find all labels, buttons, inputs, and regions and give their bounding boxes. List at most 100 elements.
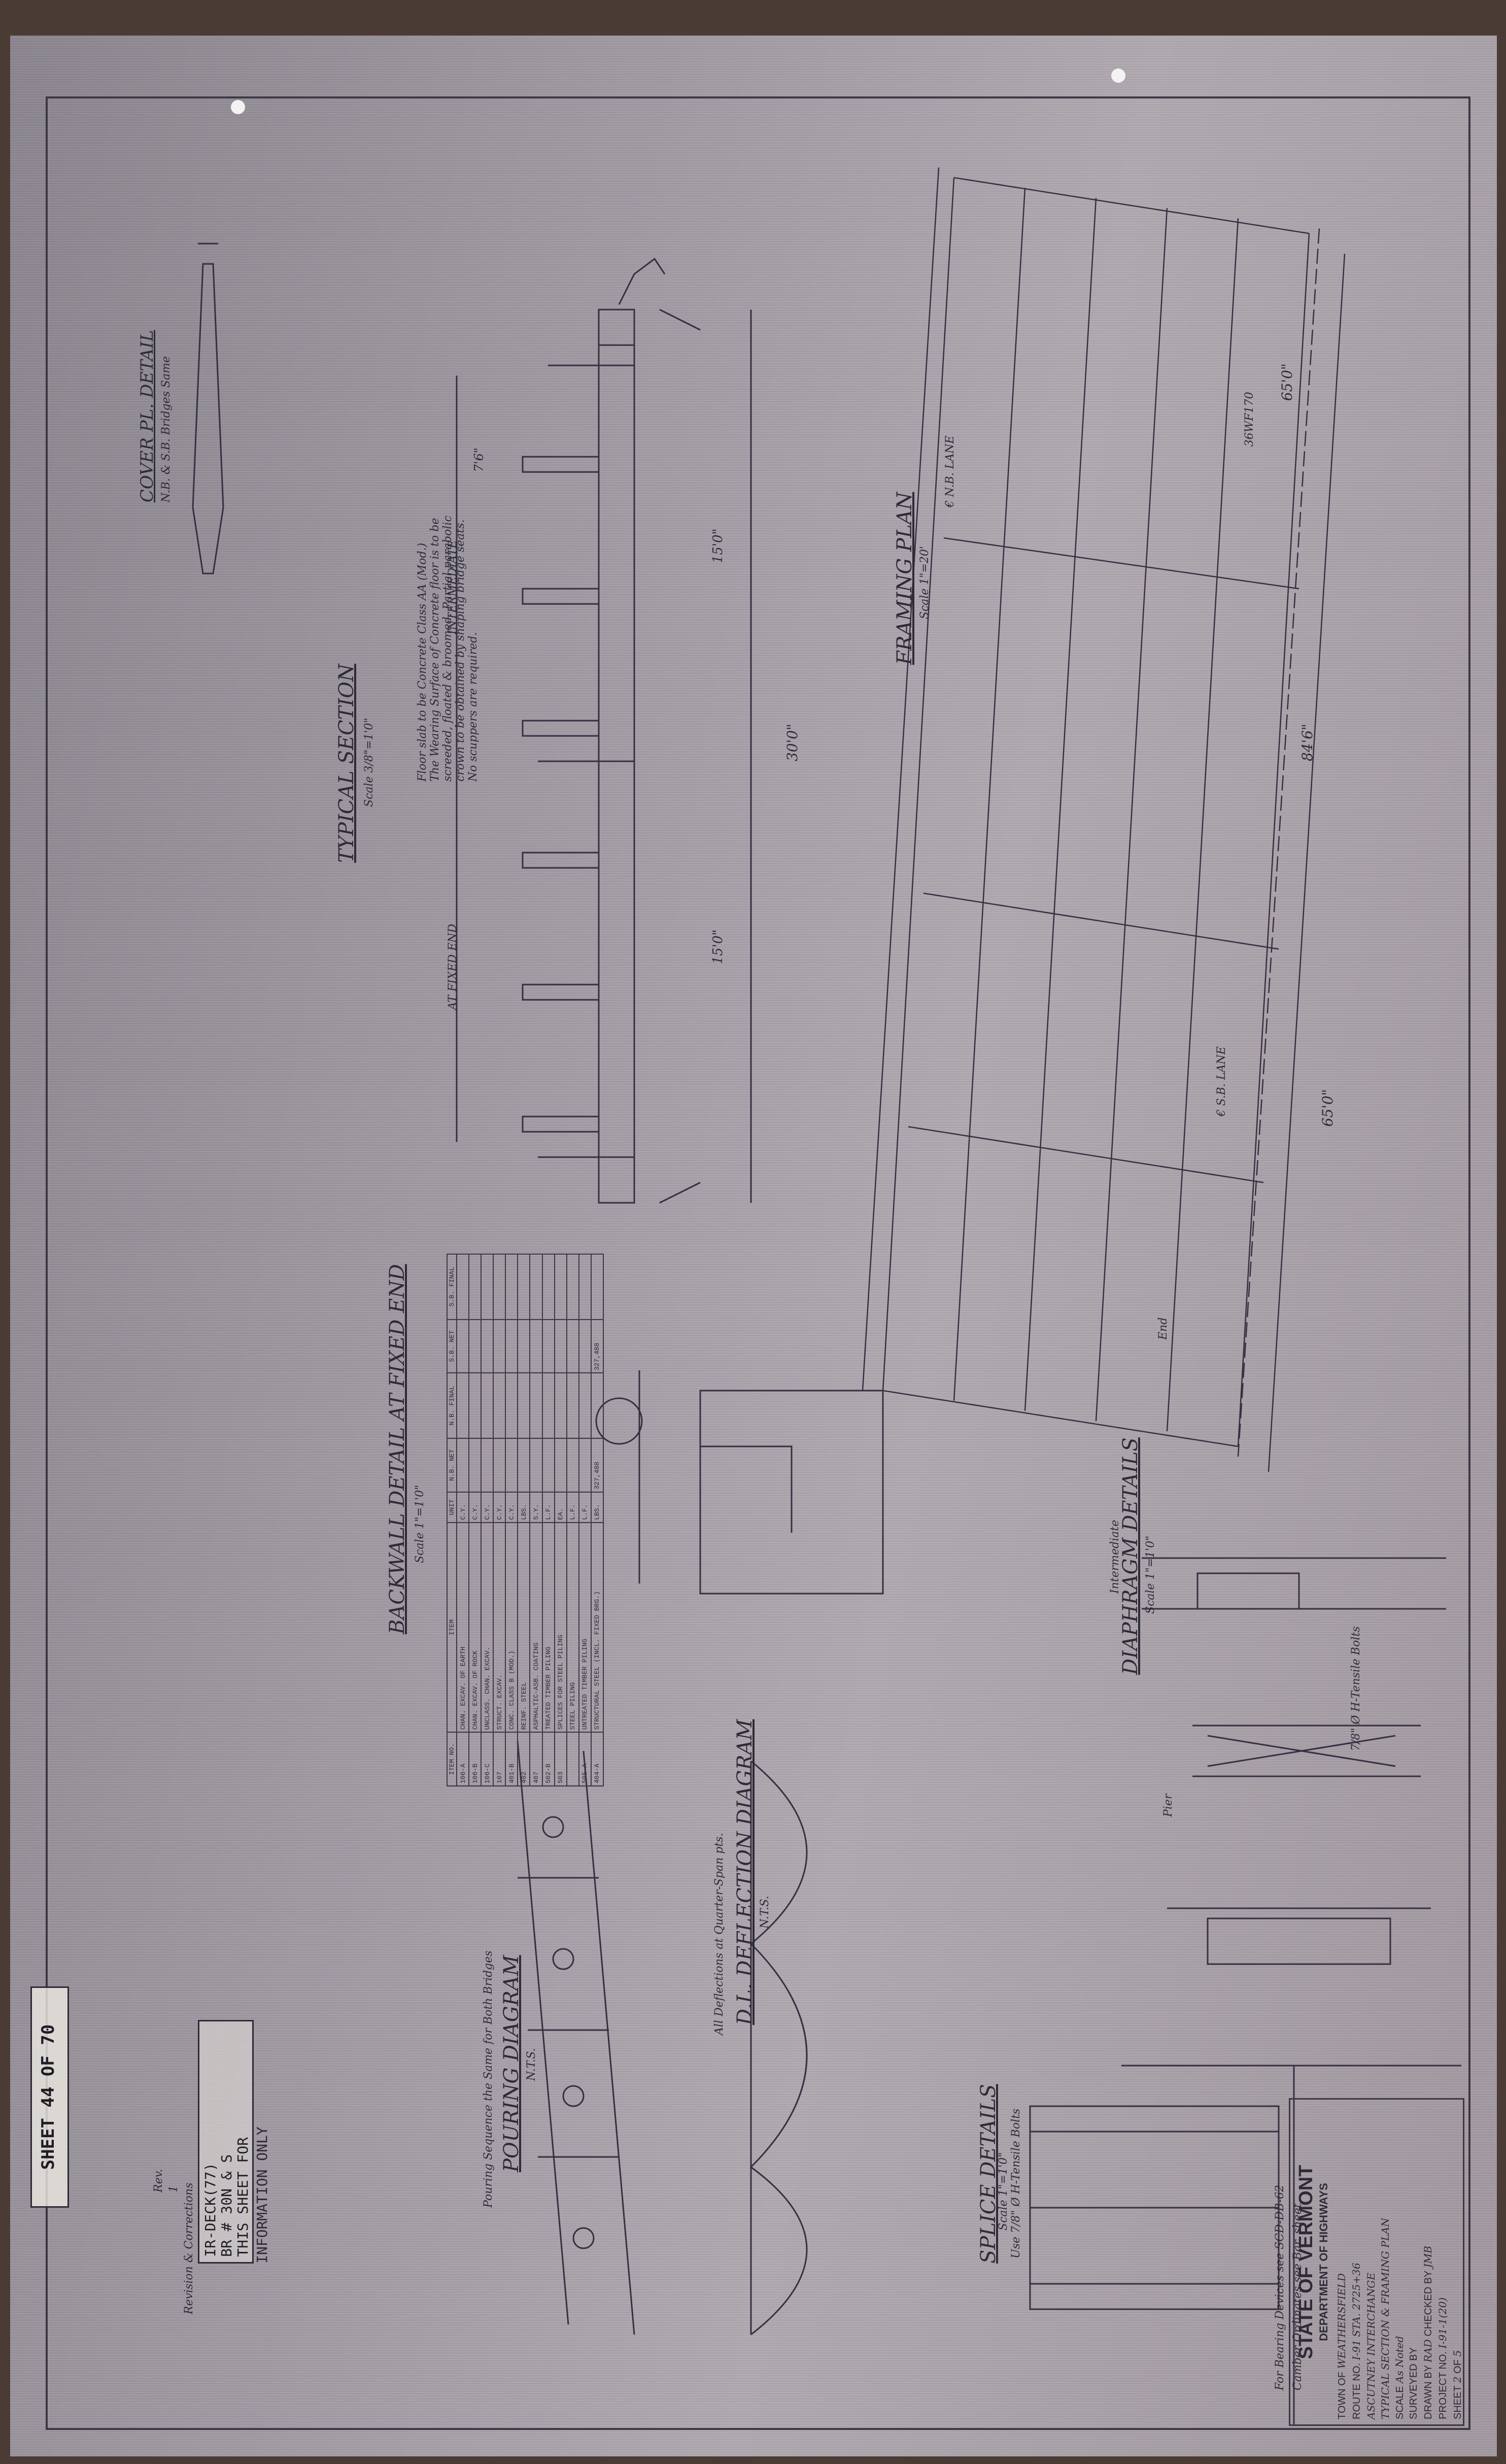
table-cell xyxy=(457,1319,469,1373)
stamp-line-4: INFORMATION ONLY xyxy=(254,2127,270,2264)
section-note-5: No scuppers are required. xyxy=(467,632,480,782)
span-3-dim: 65'0" xyxy=(1319,1089,1336,1127)
tb-sheet-label: SHEET xyxy=(1452,2385,1463,2419)
header-cell: N.B. NET xyxy=(447,1438,457,1492)
typical-section-title: TYPICAL SECTION xyxy=(335,663,358,863)
scale-label: SCALE xyxy=(1394,2386,1406,2419)
tb-sheet-of: OF xyxy=(1452,2359,1463,2374)
table-cell xyxy=(542,1373,555,1438)
half-width-dim-1: 15'0" xyxy=(710,528,726,563)
checked-label: CHECKED BY xyxy=(1423,2270,1434,2337)
scale-value: As Noted xyxy=(1393,2336,1406,2383)
table-cell: SPLICES FOR STEEL PILING xyxy=(554,1522,567,1733)
table-cell: 401-B xyxy=(505,1732,518,1786)
section-note-3: screeded, floated & broomed. Partial par… xyxy=(441,516,454,782)
section-note-2: The Wearing Surface of Concrete floor is… xyxy=(429,518,441,782)
header-cell: S.B. NET xyxy=(447,1319,457,1373)
title-block: STATE OF VERMONT DEPARTMENT OF HIGHWAYS … xyxy=(1289,2098,1464,2426)
stamp-line: BR # 30N & S xyxy=(218,2154,235,2257)
table-cell xyxy=(566,1254,579,1320)
table-cell: 402 xyxy=(518,1732,530,1786)
span-1-dim: 65'0" xyxy=(1279,363,1295,401)
table-cell xyxy=(591,1373,603,1438)
table-cell xyxy=(591,1254,603,1320)
table-cell xyxy=(493,1254,506,1320)
table-cell xyxy=(554,1438,567,1492)
table-cell: 106-C xyxy=(481,1732,494,1786)
stamp-line: IR-DECK(77) xyxy=(202,2163,219,2257)
table-cell xyxy=(530,1254,542,1320)
table-cell xyxy=(542,1438,555,1492)
diaphragm-scale: Scale 1"=1'0" xyxy=(1144,1535,1157,1614)
splice-details xyxy=(1029,2105,1280,2310)
table-cell: C.Y. xyxy=(493,1492,506,1523)
table-cell: 106-B xyxy=(469,1732,482,1786)
half-width-dim-2: 15'0" xyxy=(710,929,726,964)
table-cell xyxy=(505,1373,518,1438)
sheet-label: SHEET xyxy=(38,2117,58,2170)
pouring-diagram xyxy=(517,1740,635,2335)
at-fixed-end-label: AT FIXED END xyxy=(447,924,459,1010)
town-row: TOWN OF WEATHERSFIELD xyxy=(1334,2100,1349,2424)
beam-label: 36WF170 xyxy=(1243,392,1256,447)
drawn-row: DRAWN BY RAD CHECKED BY JMB xyxy=(1421,2100,1435,2424)
pier-diaphragm-label: Pier xyxy=(1162,1794,1175,1817)
revision-text: Revision & Corrections xyxy=(183,2182,195,2314)
sheet-border xyxy=(46,96,1470,2430)
section-note-1: Floor slab to be Concrete Class AA (Mod.… xyxy=(416,543,429,782)
table-cell xyxy=(566,1438,579,1492)
sheet-number: 44 xyxy=(38,2086,58,2108)
drawing-sheet xyxy=(10,36,1497,2456)
tb-sheet-total: 5 xyxy=(1451,2350,1463,2357)
surveyed-row: SURVEYED BY xyxy=(1407,2100,1421,2424)
table-cell xyxy=(578,1438,591,1492)
station-value: STA. 2725+36 xyxy=(1350,2263,1362,2337)
typical-section-scale: Scale 3/8"=1'0" xyxy=(363,718,375,807)
cover-plate-title: COVER PL. DETAIL xyxy=(137,330,157,502)
table-cell xyxy=(578,1319,591,1373)
table-cell: EA. xyxy=(554,1492,567,1523)
table-cell xyxy=(493,1319,506,1373)
backwall-detail xyxy=(595,1370,884,1595)
drawn-value: RAD xyxy=(1422,2339,1434,2362)
table-cell xyxy=(566,1319,579,1373)
table-cell xyxy=(457,1438,469,1492)
header-cell: ITEM xyxy=(447,1522,457,1733)
table-cell xyxy=(518,1373,530,1438)
bearing-note: For Bearing Devices see SCD-DB-62 xyxy=(1274,2184,1286,2390)
table-cell xyxy=(493,1373,506,1438)
department-name: DEPARTMENT OF HIGHWAYS xyxy=(1317,2183,1330,2341)
project-no-label: PROJECT NO. xyxy=(1437,2351,1449,2419)
sheet-row: SHEET 2 OF 5 xyxy=(1450,2100,1465,2424)
table-cell xyxy=(566,1732,579,1786)
stamp-line: THIS SHEET FOR xyxy=(234,2137,251,2257)
table-cell: STRUCT. EXCAV. xyxy=(493,1522,506,1733)
table-cell: TREATED TIMBER PILING xyxy=(542,1522,555,1733)
table-cell: 327,488 xyxy=(591,1319,603,1373)
sheet-of: OF xyxy=(38,2055,58,2077)
table-cell xyxy=(542,1254,555,1320)
framing-plan-title: FRAMING PLAN xyxy=(893,492,916,665)
table-cell: S.Y. xyxy=(530,1492,542,1523)
table-cell: 107 xyxy=(493,1732,506,1786)
table-cell xyxy=(578,1373,591,1438)
table-cell: REINF. STEEL xyxy=(518,1522,530,1733)
table-cell xyxy=(481,1438,494,1492)
town-label: TOWN OF xyxy=(1337,2371,1348,2419)
table-cell xyxy=(481,1319,494,1373)
drawing-title: TYPICAL SECTION & FRAMING PLAN xyxy=(1379,2218,1391,2419)
table-cell xyxy=(554,1254,567,1320)
table-cell: UNTREATED TIMBER PILING xyxy=(578,1522,591,1733)
table-cell xyxy=(530,1438,542,1492)
table-cell xyxy=(554,1373,567,1438)
header-cell: N.B. FINAL xyxy=(447,1373,457,1438)
table-cell xyxy=(518,1438,530,1492)
table-cell: 407 xyxy=(530,1732,542,1786)
scale-row: SCALE As Noted xyxy=(1392,2100,1407,2424)
